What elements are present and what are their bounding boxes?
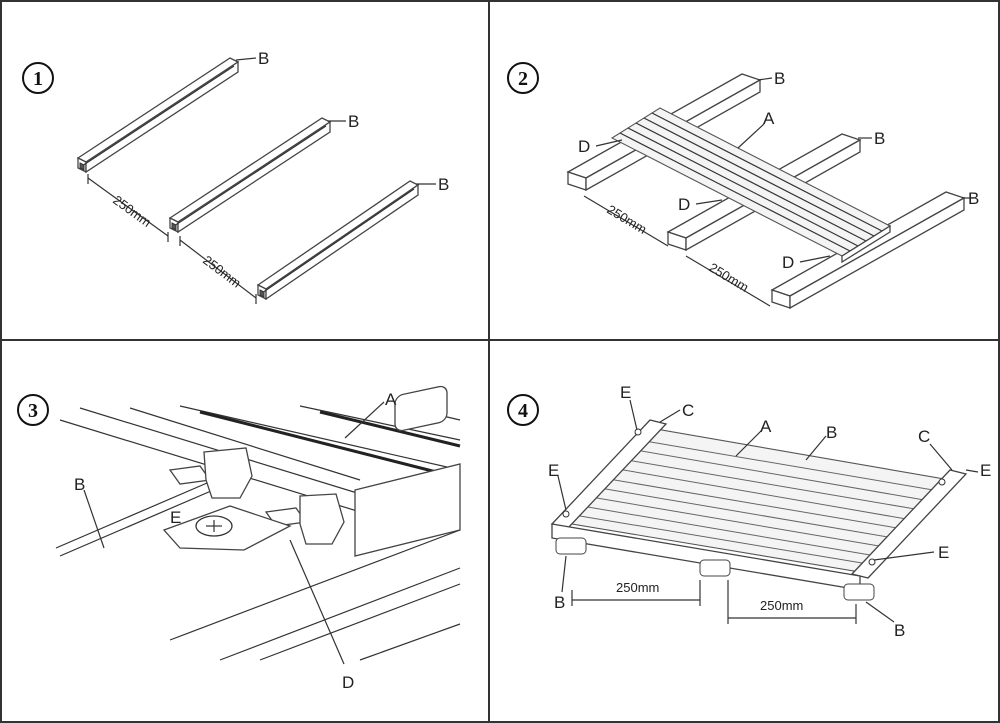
dimension-label-p2-2: 250mm [706, 260, 751, 295]
clip-right [264, 493, 345, 545]
label-b-2: B [348, 112, 359, 131]
step-number-1: 1 [22, 62, 54, 94]
label-d-3: D [782, 253, 794, 272]
label-a: A [763, 109, 775, 128]
panel-2: 2 B B [507, 62, 979, 310]
dimension-label-p4-2: 250mm [760, 598, 803, 613]
label-e-p3: E [170, 508, 181, 527]
svg-text:1: 1 [33, 68, 43, 90]
step-number-3: 3 [17, 394, 49, 426]
clip-left [168, 447, 253, 499]
decking-board [610, 107, 892, 264]
board-outlines [55, 385, 461, 661]
panel-3: 3 [17, 385, 461, 692]
label-b-3: B [438, 175, 449, 194]
label-c-right: C [918, 427, 930, 446]
label-e-right: E [980, 461, 991, 480]
dimension-label-p4-1: 250mm [616, 580, 659, 595]
panel-4: 4 [507, 383, 991, 640]
joist-2 [168, 117, 332, 234]
joist-1 [76, 57, 240, 174]
dimension-label-2: 250mm [200, 252, 244, 290]
svg-text:4: 4 [518, 400, 528, 422]
label-a-p4: A [760, 417, 772, 436]
label-e-top-left: E [620, 383, 631, 402]
label-b-front: B [968, 189, 979, 208]
label-d-1: D [578, 137, 590, 156]
joist-3 [256, 180, 420, 301]
label-b-top: B [826, 423, 837, 442]
label-e-left: E [548, 461, 559, 480]
step-number-2: 2 [507, 62, 539, 94]
deck-platform [550, 419, 968, 601]
bracket-plate [162, 505, 292, 551]
dimension-label-p2-1: 250mm [604, 202, 649, 237]
svg-text:2: 2 [518, 68, 528, 90]
label-a-p3: A [385, 390, 397, 409]
label-d-2: D [678, 195, 690, 214]
label-e-front: E [938, 543, 949, 562]
label-b-1: B [258, 49, 269, 68]
label-b-middle: B [874, 129, 885, 148]
dimension-label-1: 250mm [110, 192, 154, 230]
label-b-left: B [554, 593, 565, 612]
svg-text:3: 3 [28, 400, 38, 422]
label-d-p3: D [342, 673, 354, 692]
step-number-4: 4 [507, 394, 539, 426]
label-b-p3: B [74, 475, 85, 494]
label-b-right: B [894, 621, 905, 640]
label-b-back: B [774, 69, 785, 88]
panel-1: 1 B B B [22, 49, 449, 304]
label-c-left: C [682, 401, 694, 420]
